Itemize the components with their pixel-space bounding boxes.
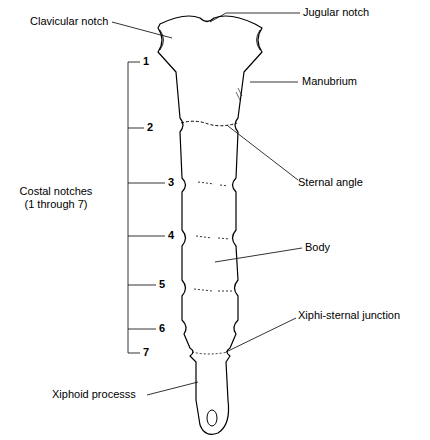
part-label: Sternal angle xyxy=(298,176,363,189)
callout-number: 2 xyxy=(147,121,153,134)
callout-number: 7 xyxy=(143,346,149,359)
callout-number: 4 xyxy=(168,229,174,242)
leader-line xyxy=(112,22,172,38)
leader-line xyxy=(250,82,298,83)
leader-line xyxy=(147,382,198,395)
leader-line xyxy=(210,13,300,22)
callout-number: 6 xyxy=(159,322,165,335)
manubrium-shading xyxy=(236,88,242,100)
leader-line xyxy=(215,248,302,262)
callout-number: 3 xyxy=(168,176,174,189)
part-label: Body xyxy=(305,241,330,254)
part-label: Xiphoid processs xyxy=(52,388,136,401)
leader-line xyxy=(228,126,298,180)
part-label: Jugular notch xyxy=(303,6,369,19)
part-label: Manubrium xyxy=(302,75,357,88)
sternum-outline xyxy=(158,16,262,434)
part-label: Xiphi-sternal junction xyxy=(298,309,400,322)
xiphoid-foramen xyxy=(207,410,217,426)
leader-line xyxy=(226,318,296,352)
body-ridge xyxy=(196,236,230,239)
xiphisternal-line xyxy=(192,352,228,354)
sternal-angle-ridge xyxy=(181,121,237,126)
callout-number: 1 xyxy=(143,55,149,68)
body-ridge xyxy=(194,289,232,291)
group-label: Costal notches (1 through 7) xyxy=(14,185,98,211)
costal-bracket xyxy=(128,62,165,353)
part-label: Clavicular notch xyxy=(30,15,108,28)
clavicular-notch-left xyxy=(160,30,164,50)
clavicular-notch-right xyxy=(257,30,261,50)
body-ridge xyxy=(198,182,228,186)
callout-number: 5 xyxy=(159,278,165,291)
